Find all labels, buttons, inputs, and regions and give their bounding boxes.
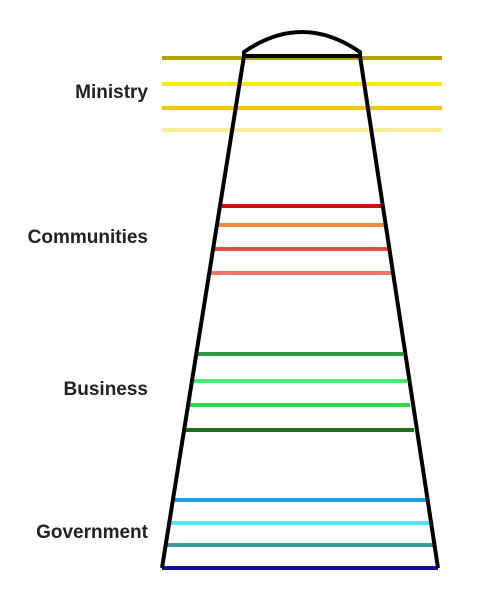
tower-outline [160,54,440,569]
tower-cap [242,30,362,56]
group-label-ministry: Ministry [75,82,148,103]
level-lines [162,56,442,570]
group-label-business: Business [64,379,148,400]
group-label-communities: Communities [28,227,148,248]
group-label-government: Government [36,522,149,543]
